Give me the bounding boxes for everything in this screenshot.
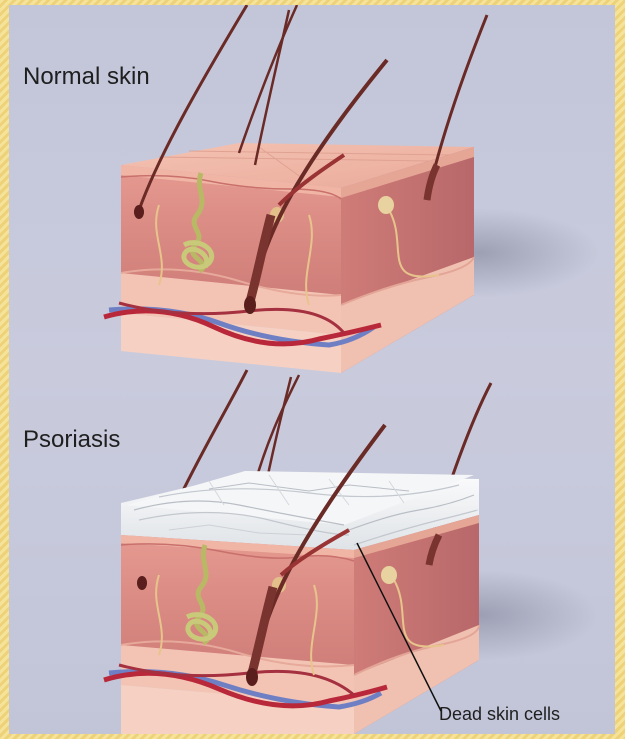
dead-skin-cells-label: Dead skin cells — [439, 704, 560, 725]
normal-skin-block — [104, 5, 599, 373]
psoriasis-label: Psoriasis — [23, 426, 120, 454]
normal-skin-label: Normal skin — [23, 63, 150, 91]
diagram-panel: Normal skin Psoriasis Dead skin cells — [9, 5, 615, 734]
skin-cross-section-illustration — [9, 5, 615, 734]
psoriasis-skin-block — [104, 370, 599, 734]
